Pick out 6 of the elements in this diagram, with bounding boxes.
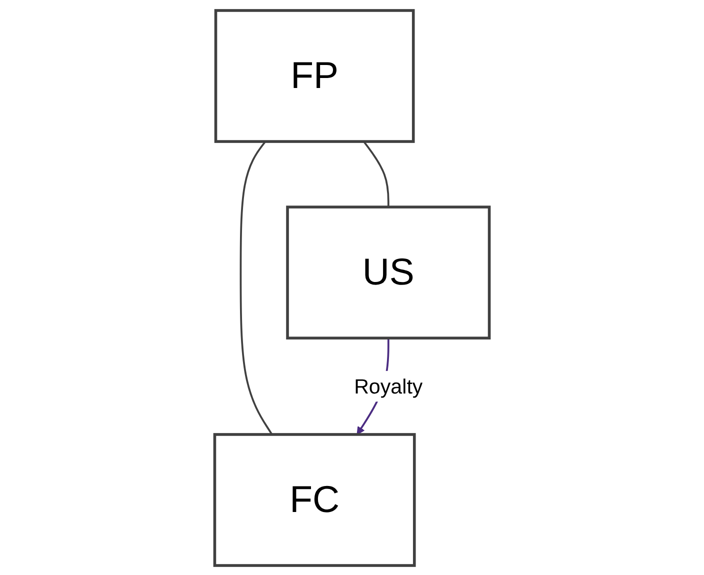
edge-label: Royalty xyxy=(354,374,423,398)
node-box: FC xyxy=(213,432,416,566)
connector xyxy=(240,140,273,434)
node-box: FP xyxy=(214,8,415,142)
node-box: US xyxy=(286,205,491,339)
connector xyxy=(363,140,390,207)
